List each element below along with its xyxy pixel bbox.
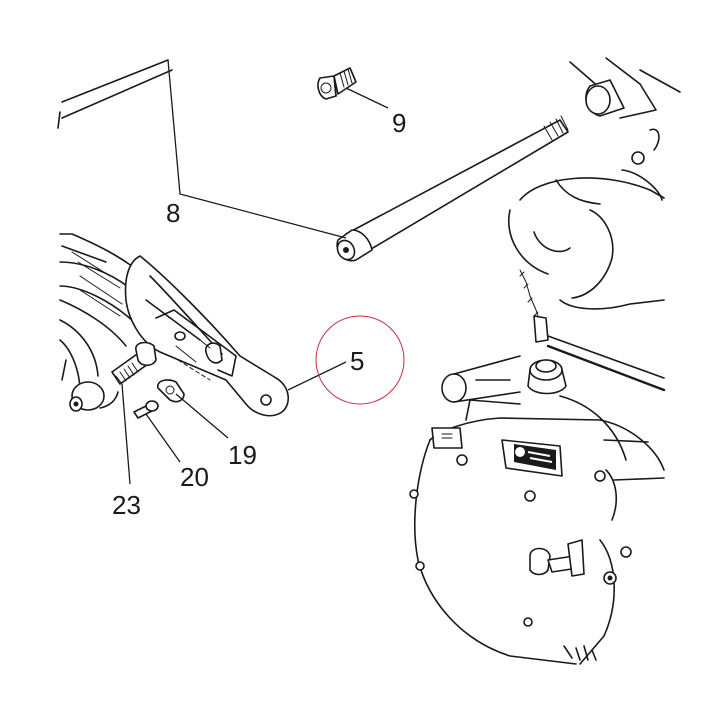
callout-19: 19 [228, 440, 257, 470]
upper-right-bracket [569, 57, 681, 201]
callout-9: 9 [392, 108, 406, 138]
part-20-screw [133, 400, 159, 419]
part-19-clip [157, 379, 185, 403]
callout-5: 5 [350, 346, 364, 376]
frame-tube [57, 59, 173, 129]
leader-5 [287, 361, 347, 391]
engine-case [409, 177, 666, 665]
leader-20 [145, 413, 181, 463]
leader-8 [167, 59, 347, 239]
leader-19 [175, 393, 229, 439]
leader-23 [121, 383, 131, 485]
part-23-bolt [111, 341, 157, 385]
highlight-circle [315, 315, 405, 405]
part-9-screw [317, 67, 357, 100]
callout-8: 8 [166, 198, 180, 228]
leader-lines [121, 59, 389, 485]
part-5-bracket [124, 255, 289, 417]
leader-9 [345, 87, 389, 109]
callout-23: 23 [112, 490, 141, 520]
callout-20: 20 [180, 462, 209, 492]
